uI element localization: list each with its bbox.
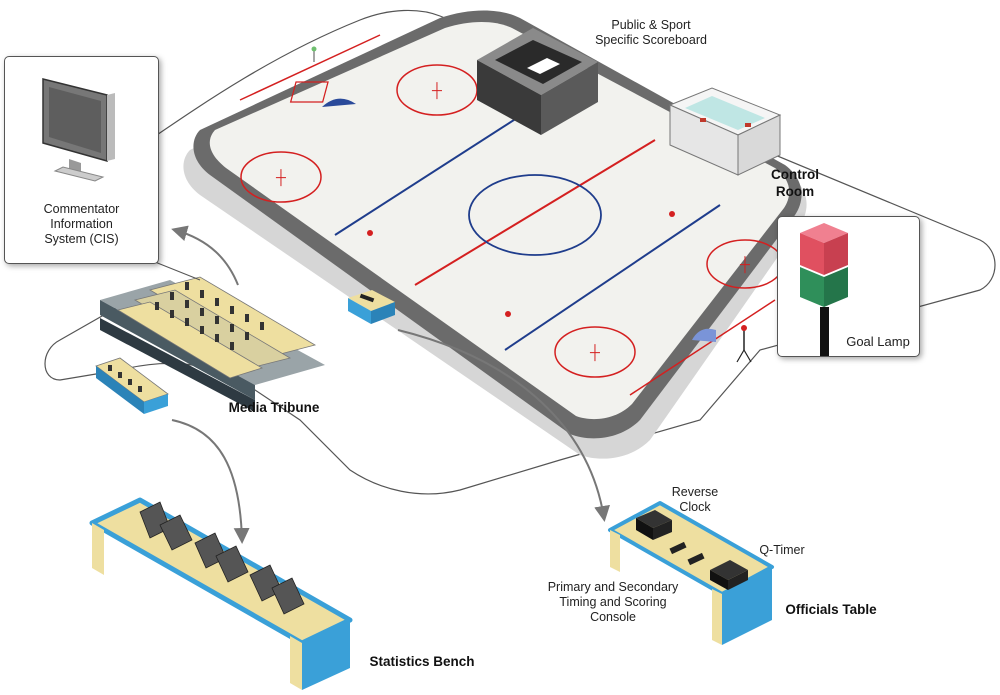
statistics-bench [89, 497, 353, 690]
faceoff-circle-2: ┼ [240, 151, 322, 203]
goal-lamp-label: Goal Lamp [846, 334, 910, 349]
goal-line-top [239, 34, 381, 101]
cis-callout: Commentator Information System (CIS) [4, 56, 159, 264]
svg-text:┼: ┼ [275, 169, 286, 187]
reverse-clock-icon [636, 510, 672, 540]
blue-line-bottom [504, 204, 721, 351]
arrow-to-officials [397, 329, 611, 522]
control-room [668, 87, 782, 176]
cis-label-line3: System (CIS) [44, 232, 119, 246]
svg-text:┼: ┼ [589, 344, 600, 362]
goal-lamp-icon [800, 223, 848, 356]
goal-crease-bottom [692, 328, 716, 342]
faceoff-dot [669, 211, 675, 217]
cis-label-line2: Information [50, 217, 113, 231]
faceoff-dot [505, 311, 511, 317]
arrow-to-cis [171, 225, 239, 286]
svg-text:┼: ┼ [431, 82, 442, 100]
tripod-icon [736, 325, 752, 363]
connector-line [154, 261, 201, 281]
scoreboard [477, 28, 598, 135]
small-timing-device [348, 290, 395, 324]
console-icon [687, 552, 705, 566]
officials-table-label: Officials Table [785, 602, 877, 617]
media-tribune [100, 276, 325, 412]
faceoff-dot [367, 230, 373, 236]
goal-net-top [289, 81, 329, 103]
goal-crease-top [322, 98, 356, 107]
console-icon [669, 541, 687, 555]
control-room-label: Control Room [771, 167, 819, 199]
svg-text:┼: ┼ [739, 256, 750, 274]
pole-icon [311, 46, 317, 62]
statistics-bench-label: Statistics Bench [369, 654, 475, 669]
scoreboard-label: Public & Sport Specific Scoreboard [595, 18, 707, 47]
center-red-line [414, 139, 656, 286]
blue-line-top [334, 99, 546, 236]
ice-surface [209, 22, 790, 420]
reverse-clock-label: Reverse Clock [671, 485, 719, 514]
goal-line-bottom [629, 299, 776, 396]
cis-label-line1: Commentator [43, 202, 120, 216]
small-desk [95, 357, 169, 414]
q-timer-icon [710, 560, 748, 590]
goal-lamp-callout: Goal Lamp [777, 216, 920, 357]
center-circle [468, 174, 602, 256]
console-label: Primary and Secondary Timing and Scoring… [547, 580, 679, 624]
q-timer-label: Q-Timer [759, 543, 805, 557]
arrow-to-statistics [171, 419, 250, 544]
laptop-icon [139, 501, 305, 615]
faceoff-circle-4: ┼ [554, 326, 636, 378]
monitor-icon [42, 78, 115, 182]
media-tribune-label: Media Tribune [228, 400, 320, 415]
officials-table [608, 501, 774, 645]
